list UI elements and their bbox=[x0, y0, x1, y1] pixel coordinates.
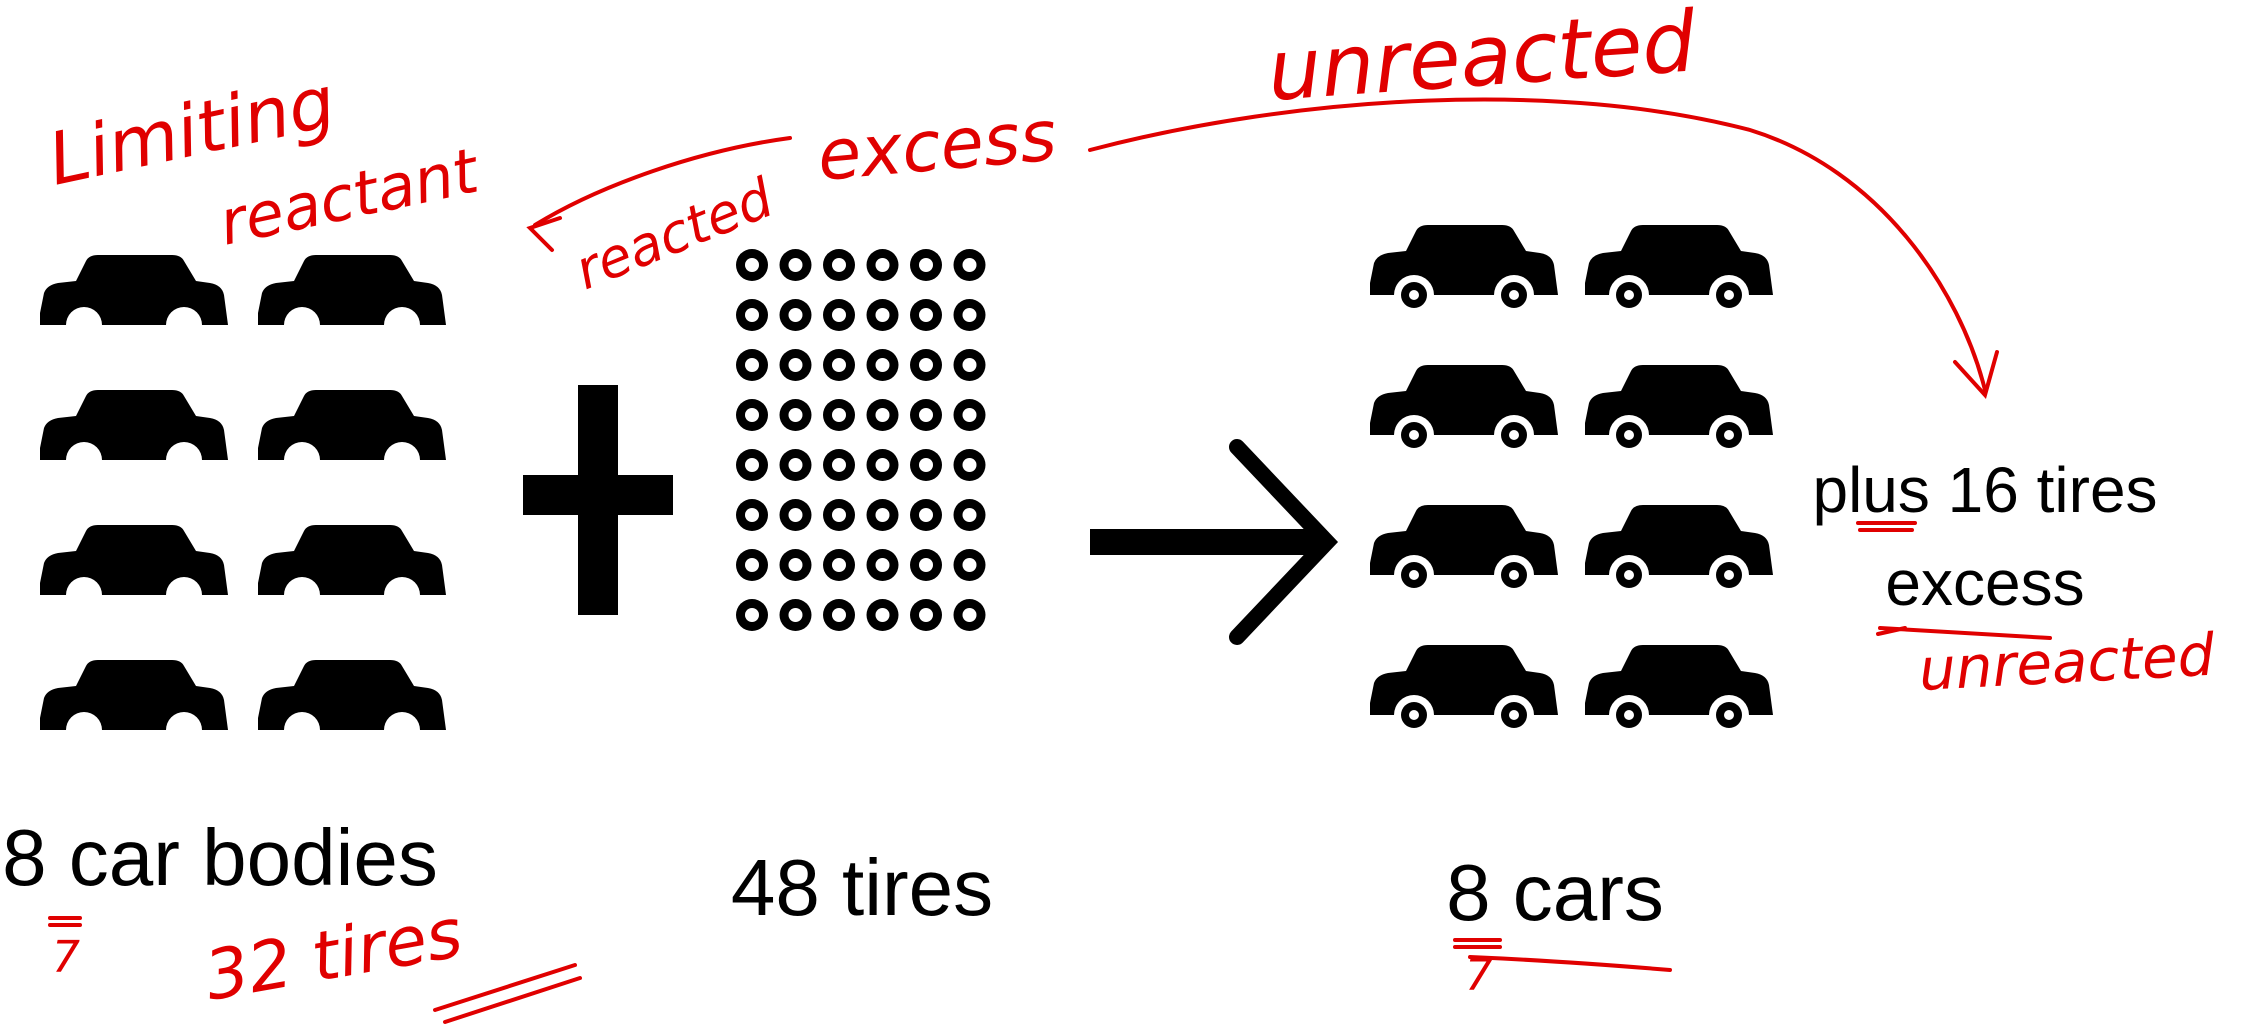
tire-icon bbox=[779, 549, 812, 581]
tire-icon bbox=[953, 249, 986, 281]
tire-icon bbox=[953, 499, 986, 531]
tire-icon bbox=[910, 349, 942, 381]
car-bodies-label: 8 car bodies bbox=[2, 813, 438, 902]
sixteen-underline bbox=[1856, 521, 1917, 532]
tire-icon bbox=[736, 549, 768, 581]
excess-annotation: excess bbox=[814, 94, 1059, 197]
tires-grid bbox=[736, 249, 986, 631]
annotation-strokes bbox=[48, 97, 2052, 1024]
unreacted-arrow-head bbox=[1953, 350, 1999, 400]
car-body-icon bbox=[258, 255, 446, 343]
tires-label: 48 tires bbox=[731, 843, 993, 932]
tire-icon bbox=[866, 249, 899, 281]
tire-icon bbox=[866, 349, 899, 381]
reacted-annotation: reacted bbox=[566, 166, 782, 302]
eight-underline-cars bbox=[1453, 938, 1502, 949]
tire-icon bbox=[823, 399, 855, 431]
car-icon bbox=[1585, 645, 1773, 735]
tire-icon bbox=[779, 299, 812, 331]
tire-icon bbox=[910, 549, 942, 581]
tire-icon bbox=[866, 599, 899, 631]
tire-icon bbox=[910, 499, 942, 531]
tire-icon bbox=[910, 449, 942, 481]
tire-icon bbox=[823, 249, 855, 281]
tire-icon bbox=[953, 549, 986, 581]
tire-icon bbox=[736, 399, 768, 431]
car-icon bbox=[1585, 505, 1773, 595]
tire-icon bbox=[823, 549, 855, 581]
car-icon bbox=[1370, 365, 1558, 455]
cars-underline-long bbox=[1468, 955, 1672, 972]
car-body-icon bbox=[40, 255, 228, 343]
tire-icon bbox=[823, 299, 855, 331]
car-icon bbox=[1585, 365, 1773, 455]
tire-icon bbox=[910, 249, 942, 281]
cars-label: 8 cars bbox=[1446, 848, 1664, 937]
car-body-icon bbox=[258, 660, 446, 748]
plus-icon bbox=[523, 385, 673, 615]
tire-icon bbox=[736, 449, 768, 481]
tire-icon bbox=[866, 549, 899, 581]
tire-icon bbox=[953, 349, 986, 381]
leftover-tires-label: plus 16 tires bbox=[1812, 454, 2157, 526]
tire-icon bbox=[736, 349, 768, 381]
tire-icon bbox=[823, 449, 855, 481]
unreacted-top-annotation: unreacted bbox=[1265, 0, 1700, 120]
reacted-arrow-shaft bbox=[533, 136, 792, 227]
tire-icon bbox=[866, 299, 899, 331]
tire-icon bbox=[736, 599, 768, 631]
unreacted-arrow-shaft bbox=[1088, 97, 1987, 392]
car-icon bbox=[1370, 225, 1558, 315]
leftover-excess-label: excess bbox=[1885, 547, 2084, 619]
car-icon bbox=[1370, 505, 1558, 595]
tires-needed-annotation: 32 tires bbox=[199, 894, 468, 1017]
tire-icon bbox=[736, 499, 768, 531]
tire-icon bbox=[823, 599, 855, 631]
tire-icon bbox=[866, 449, 899, 481]
tire-icon bbox=[823, 349, 855, 381]
tire-icon bbox=[823, 499, 855, 531]
tire-icon bbox=[866, 399, 899, 431]
tire-icon bbox=[779, 399, 812, 431]
car-body-icon bbox=[40, 525, 228, 613]
car-body-icon bbox=[258, 390, 446, 478]
tire-icon bbox=[953, 399, 986, 431]
eight-underline-bodies bbox=[48, 916, 82, 927]
cars-grid bbox=[1370, 225, 1773, 735]
tire-icon bbox=[736, 249, 768, 281]
car-bodies-grid bbox=[40, 255, 446, 748]
car-body-icon bbox=[40, 390, 228, 478]
car-body-icon bbox=[258, 525, 446, 613]
tire-icon bbox=[953, 299, 986, 331]
tire-icon bbox=[779, 449, 812, 481]
tire-icon bbox=[953, 449, 986, 481]
car-icon bbox=[1585, 225, 1773, 315]
arrow-right-icon bbox=[1090, 439, 1339, 645]
tire-icon bbox=[910, 299, 942, 331]
tire-icon bbox=[779, 599, 812, 631]
seven-mark-bodies: 7 bbox=[52, 932, 80, 983]
reacted-arrow-head bbox=[526, 216, 562, 252]
tire-icon bbox=[866, 499, 899, 531]
tire-icon bbox=[910, 599, 942, 631]
tire-icon bbox=[779, 349, 812, 381]
car-icon bbox=[1370, 645, 1558, 735]
tire-icon bbox=[910, 399, 942, 431]
tires-underline bbox=[433, 963, 582, 1024]
excess-underline bbox=[1876, 626, 2052, 640]
tire-icon bbox=[779, 499, 812, 531]
tire-icon bbox=[779, 249, 812, 281]
car-body-icon bbox=[40, 660, 228, 748]
tire-icon bbox=[736, 299, 768, 331]
tire-icon bbox=[953, 599, 986, 631]
